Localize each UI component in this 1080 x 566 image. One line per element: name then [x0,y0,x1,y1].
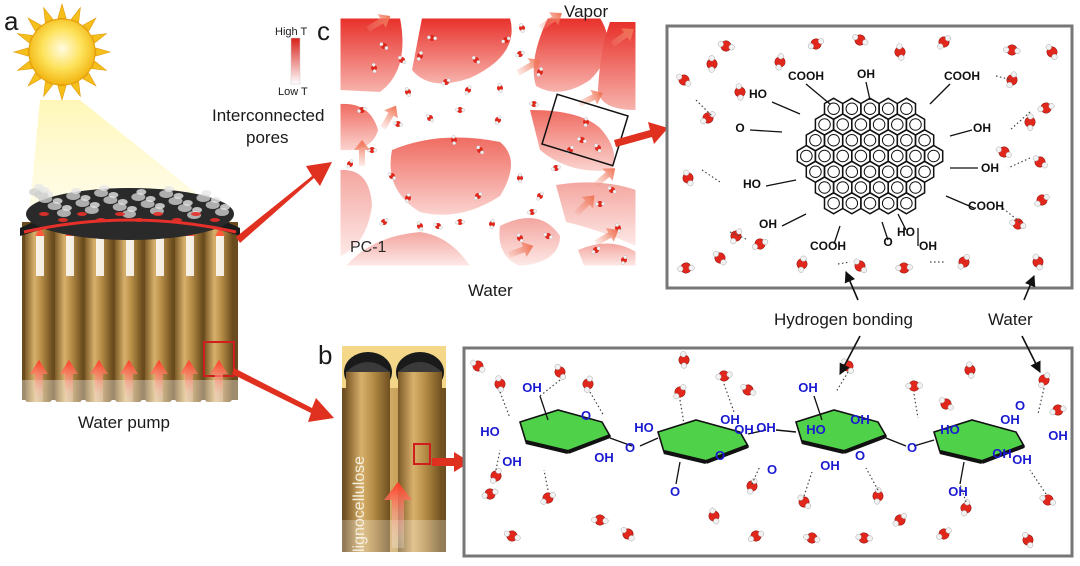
cellulose-group: OH [1000,412,1020,427]
cellulose-group: O [855,448,865,463]
cellulose-group: OH [594,450,614,465]
cellulose-frame: OHOHOOHOHOOHOOHOOHOHOHOOHOOHOHOOHHOOHOHO… [462,346,1074,558]
functional-group: COOH [810,239,846,253]
cellulose-group: OH [992,446,1012,461]
functional-group: O [735,121,744,135]
label-vapor: Vapor [564,2,608,21]
functional-group: COOH [968,199,1004,213]
cellulose-group: O [625,440,635,455]
arrow-to-graphene [614,122,668,147]
temperature-scale [290,37,301,85]
functional-group: OH [981,161,999,175]
cellulose-group: HO [806,422,826,437]
functional-group: OH [919,239,937,253]
label-lignocellulose: lignocellulose [351,456,368,552]
panel-b-wood [342,346,470,552]
cellulose-group: O [670,484,680,499]
cellulose-group: OH [734,422,754,437]
hbond-arrow-down [839,335,861,375]
hbond-arrow-up [844,270,859,301]
label-pc1: PC-1 [350,239,387,256]
cellulose-group: O [715,448,725,463]
water-flow-arrows [30,360,228,404]
cellulose-group: OH [948,484,968,499]
water-arrow-down [1021,335,1041,374]
functional-group: OH [857,67,875,81]
cellulose-group: OH [820,458,840,473]
functional-group: COOH [788,69,824,83]
functional-group: HO [749,87,767,101]
wood-evaporator [20,184,240,402]
graphene-frame: COOH OH COOH HO O OH OH HO OH COOH HO COOH O OH [665,24,1074,290]
cellulose-group: O [907,440,917,455]
panel-c-pores [290,12,668,267]
functional-group: OH [759,217,777,231]
cellulose-group: O [1015,398,1025,413]
cellulose-group: OH [502,454,522,469]
label-high-t: High T [275,26,307,38]
panel-a [12,2,334,422]
label-hydrogen-bonding: Hydrogen bonding [774,310,913,329]
zoom-box-b [413,443,431,465]
panel-letter-c: c [317,16,330,46]
functional-group: HO [743,177,761,191]
cellulose-group: O [767,462,777,477]
arrow-to-cellulose [432,452,470,472]
cellulose-group: HO [480,424,500,439]
functional-group: COOH [944,69,980,83]
label-water-right: Water [988,310,1033,329]
label-low-t: Low T [278,86,308,98]
cellulose-group: HO [940,422,960,437]
cellulose-group: OH [1012,452,1032,467]
cellulose-group: OH [720,412,740,427]
functional-group: OH [973,121,991,135]
functional-group: O [883,235,892,249]
sun-icon [12,2,112,102]
arrow-to-c [236,162,332,243]
label-water-pump: Water pump [78,413,170,432]
arrow-to-b [232,368,334,422]
cellulose-group: OH [798,380,818,395]
cellulose-group: OH [522,380,542,395]
panel-letter-b: b [318,340,332,370]
panel-letter-a: a [4,6,19,36]
label-water-c: Water [468,281,513,300]
cellulose-group: O [581,408,591,423]
upflow-arrow-b [384,482,412,548]
label-interconnected-pores-line2: pores [246,128,289,147]
label-interconnected-pores-line1: Interconnected [212,106,324,125]
cellulose-group: OH [1048,428,1068,443]
cellulose-group: HO [634,420,654,435]
cellulose-group: OH [850,412,870,427]
water-arrow-up [1023,274,1036,301]
functional-group: HO [897,225,915,239]
cellulose-group: OH [756,420,776,435]
